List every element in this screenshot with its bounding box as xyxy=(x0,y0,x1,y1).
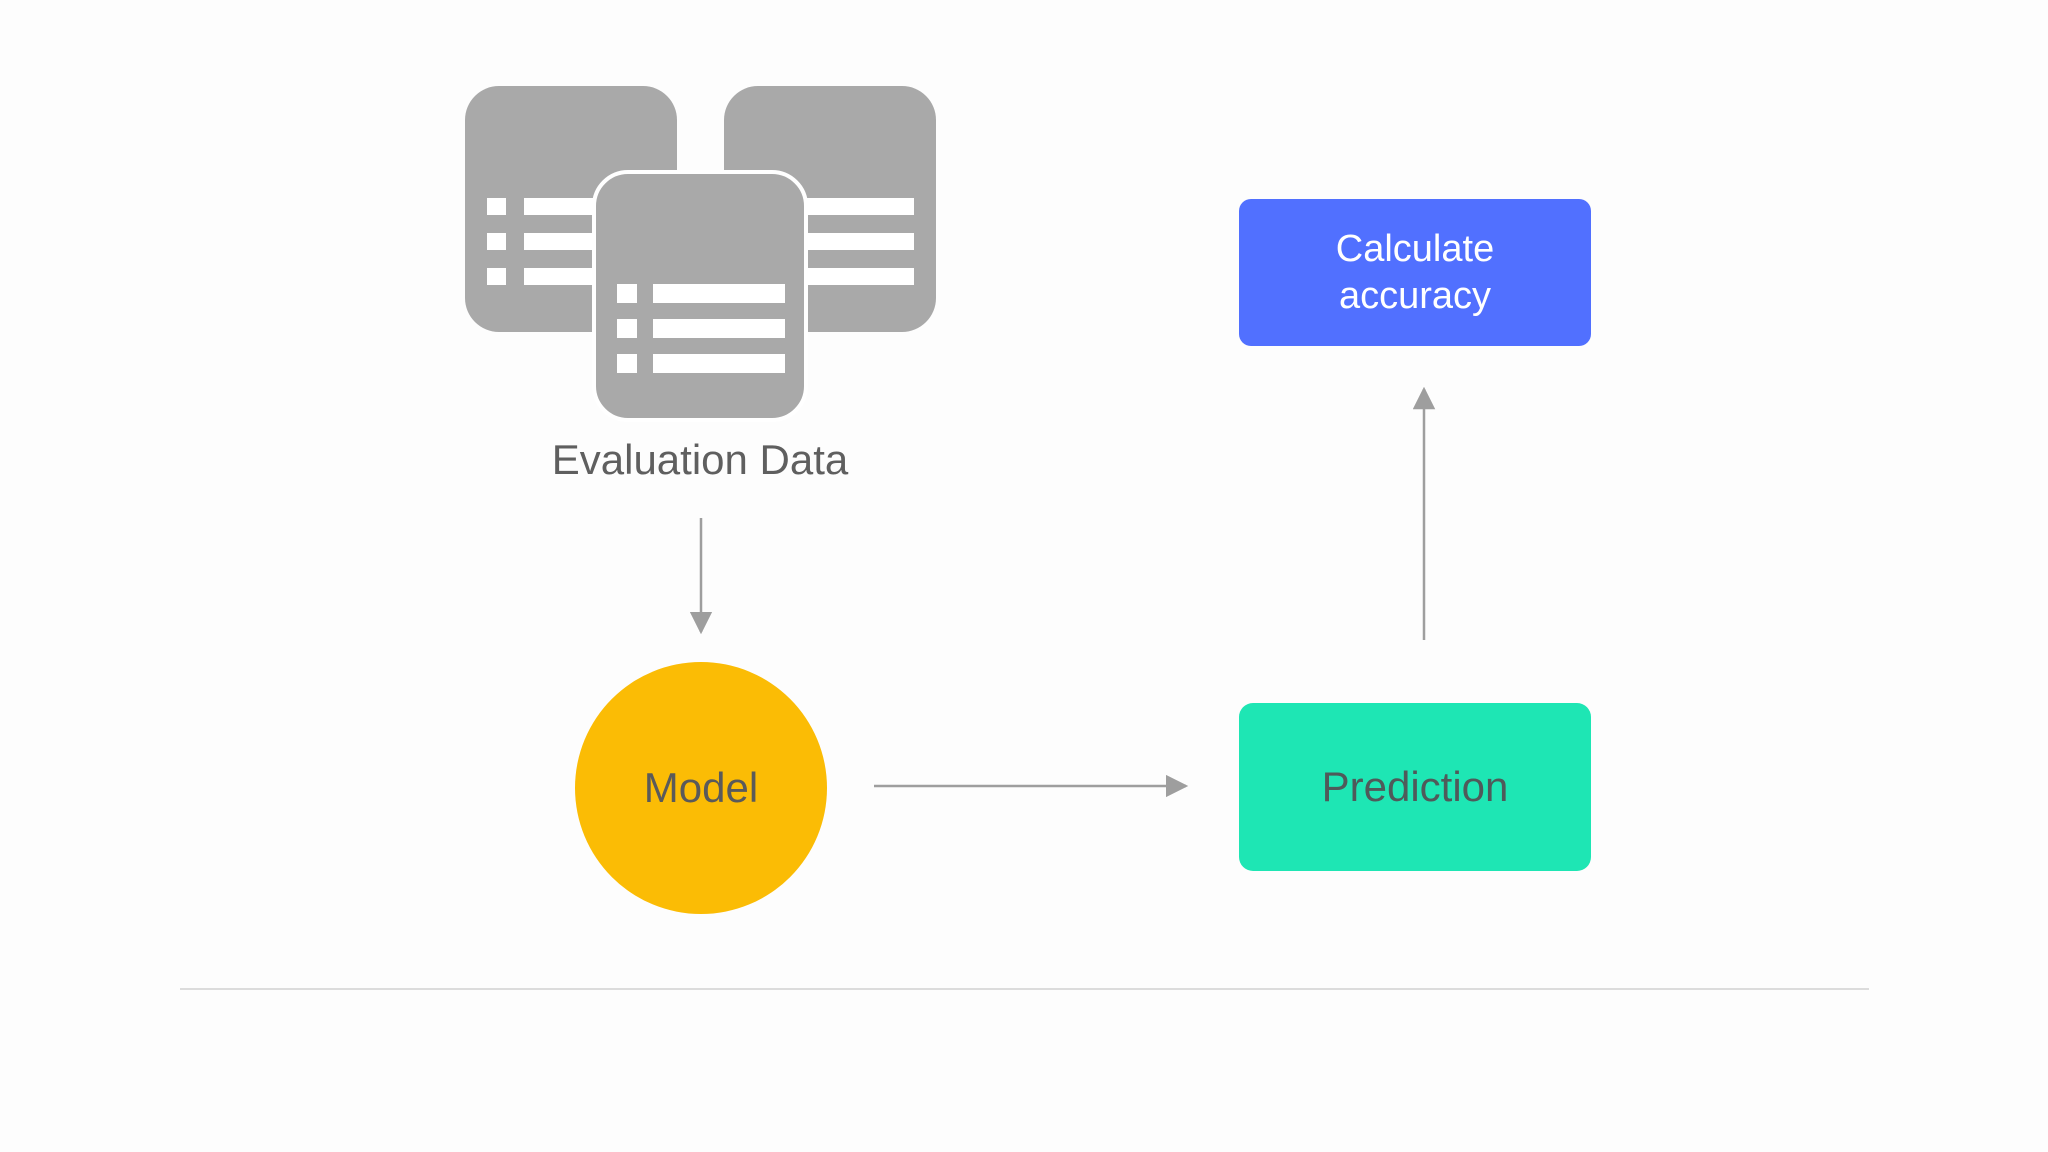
model-label: Model xyxy=(643,764,759,811)
document-front-icon xyxy=(592,170,808,422)
model-node: Model xyxy=(575,662,827,914)
evaluation-data-icon xyxy=(465,86,936,422)
divider-line xyxy=(180,988,1869,990)
calculate-accuracy-node: Calculate accuracy xyxy=(1239,199,1591,346)
prediction-label: Prediction xyxy=(1321,763,1509,810)
prediction-node: Prediction xyxy=(1239,703,1591,871)
calculate-accuracy-label: Calculate accuracy xyxy=(1335,227,1495,317)
evaluation-data-label: Evaluation Data xyxy=(551,436,849,483)
